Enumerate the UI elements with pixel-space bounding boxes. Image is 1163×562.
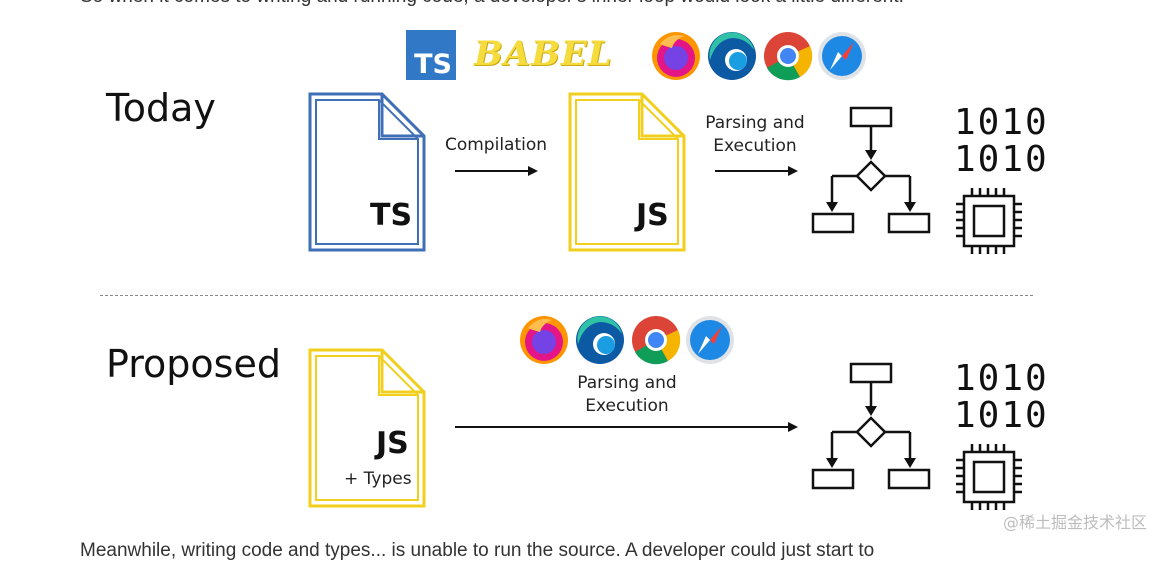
row-divider: [100, 295, 1033, 296]
safari-icon: [818, 32, 866, 80]
ts-document-icon: [308, 92, 426, 252]
binary-code-proposed: 1010 1010: [954, 358, 1049, 436]
row-label-today: Today: [106, 86, 216, 130]
js-types-document-icon: [308, 348, 426, 508]
watermark: @稀土掘金技术社区: [1002, 513, 1147, 532]
flowchart-icon-proposed: [811, 362, 931, 490]
babel-logo-icon: BABEL: [474, 34, 613, 74]
firefox-icon: [652, 32, 700, 80]
typescript-logo-icon: TS: [406, 30, 456, 80]
flowchart-icon-today: [811, 106, 931, 234]
browser-icons-proposed: [520, 316, 734, 365]
row-label-proposed: Proposed: [106, 342, 281, 386]
edge-icon: [708, 32, 756, 80]
edge-icon: [576, 316, 624, 364]
chrome-icon: [632, 316, 681, 365]
arrow-parsing-proposed-icon: [455, 422, 798, 432]
safari-icon: [686, 316, 734, 364]
cpu-chip-icon-today: [956, 188, 1022, 254]
js-document-icon: [568, 92, 686, 252]
intro-text: So when it comes to writing and running …: [80, 0, 904, 8]
typescript-logo-text: TS: [414, 49, 452, 80]
arrow-parsing-today-icon: [715, 166, 798, 176]
js-document-label: JS: [636, 198, 669, 233]
firefox-icon: [520, 316, 568, 364]
outro-text: Meanwhile, writing code and types... is …: [80, 540, 875, 561]
chrome-icon: [764, 32, 813, 81]
browser-icons-top: [652, 32, 866, 81]
ts-document-label: TS: [370, 198, 413, 233]
parsing-execution-label-proposed: Parsing and Execution: [577, 373, 677, 416]
js-types-document-label: JS: [376, 426, 409, 461]
js-types-document-sub: + Types: [344, 469, 412, 489]
arrow-compilation-icon: [455, 166, 538, 176]
cpu-chip-icon-proposed: [956, 444, 1022, 510]
binary-code-today: 1010 1010: [954, 102, 1049, 180]
compilation-label: Compilation: [444, 135, 548, 155]
parsing-execution-label-today: Parsing and Execution: [705, 113, 805, 156]
